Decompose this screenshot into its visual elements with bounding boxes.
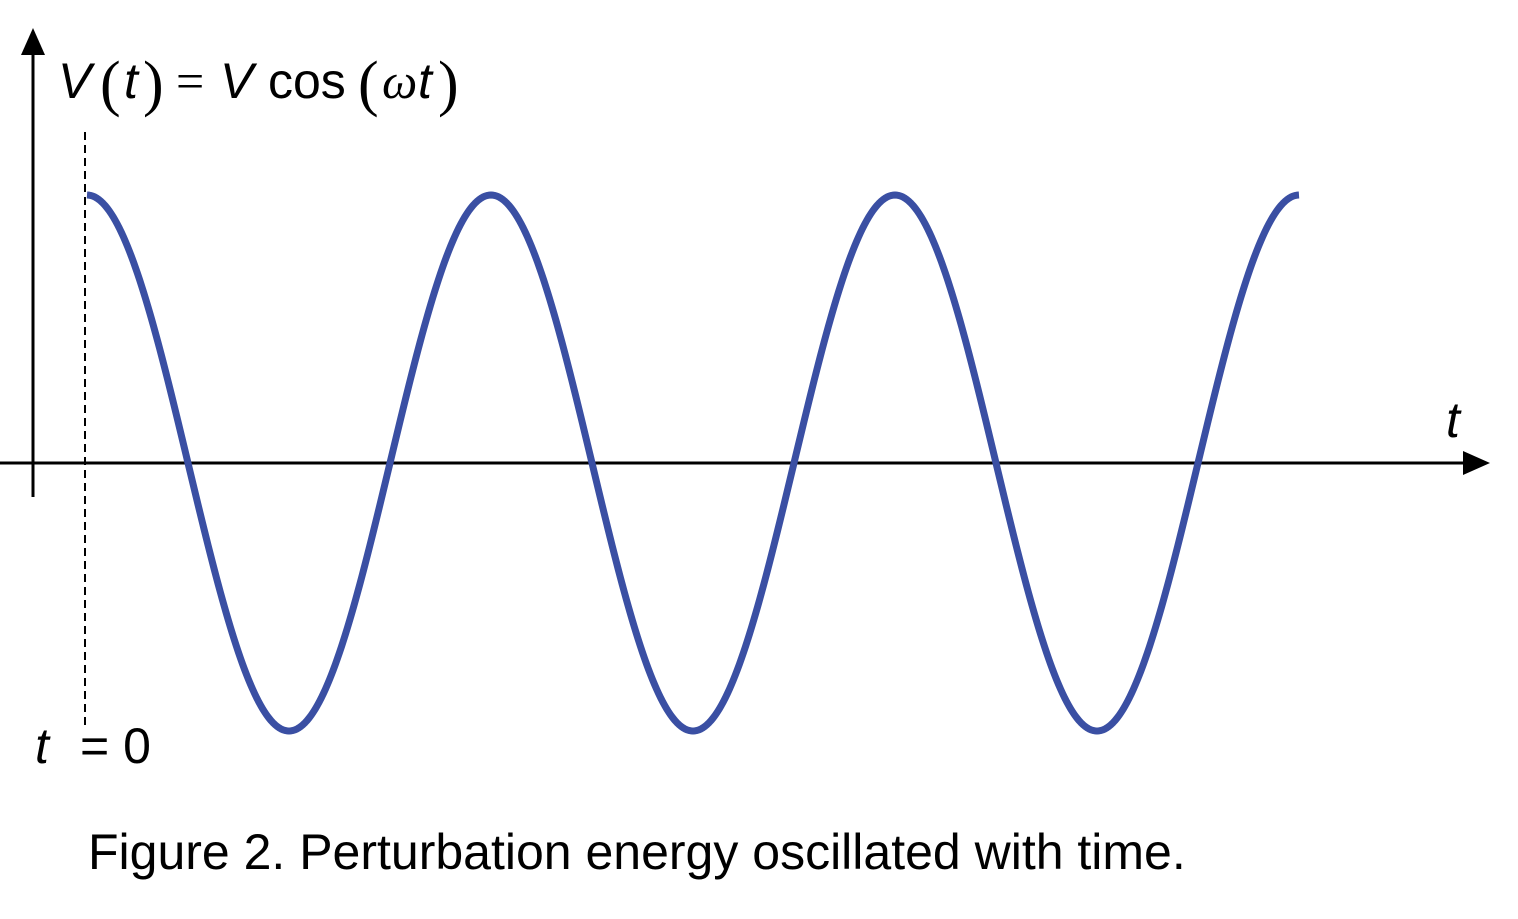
origin-label-value: = 0 xyxy=(80,718,151,774)
ylabel-rparen2: ) xyxy=(438,50,459,118)
ylabel-V1: V xyxy=(58,53,96,109)
x-axis-label: t xyxy=(1446,392,1462,448)
ylabel-lparen2: ( xyxy=(358,50,379,118)
ylabel-cos: cos xyxy=(268,53,346,109)
ylabel-equals: = xyxy=(176,53,204,109)
ylabel-omega: ω xyxy=(382,53,417,109)
ylabel-lparen1: ( xyxy=(100,50,121,118)
ylabel-t1: t xyxy=(124,53,140,109)
series-line-cosine xyxy=(85,191,1301,735)
x-axis-arrow xyxy=(1463,451,1490,475)
ylabel-t2: t xyxy=(418,53,434,109)
origin-label-t: t xyxy=(35,718,51,774)
figure-caption: Figure 2. Perturbation energy oscillated… xyxy=(88,824,1186,880)
ylabel-V2: V xyxy=(220,53,258,109)
y-axis-arrow xyxy=(21,28,45,55)
ylabel-rparen1: ) xyxy=(143,50,164,118)
y-axis-label: V ( t ) = V cos ( ω t ) xyxy=(58,50,459,118)
